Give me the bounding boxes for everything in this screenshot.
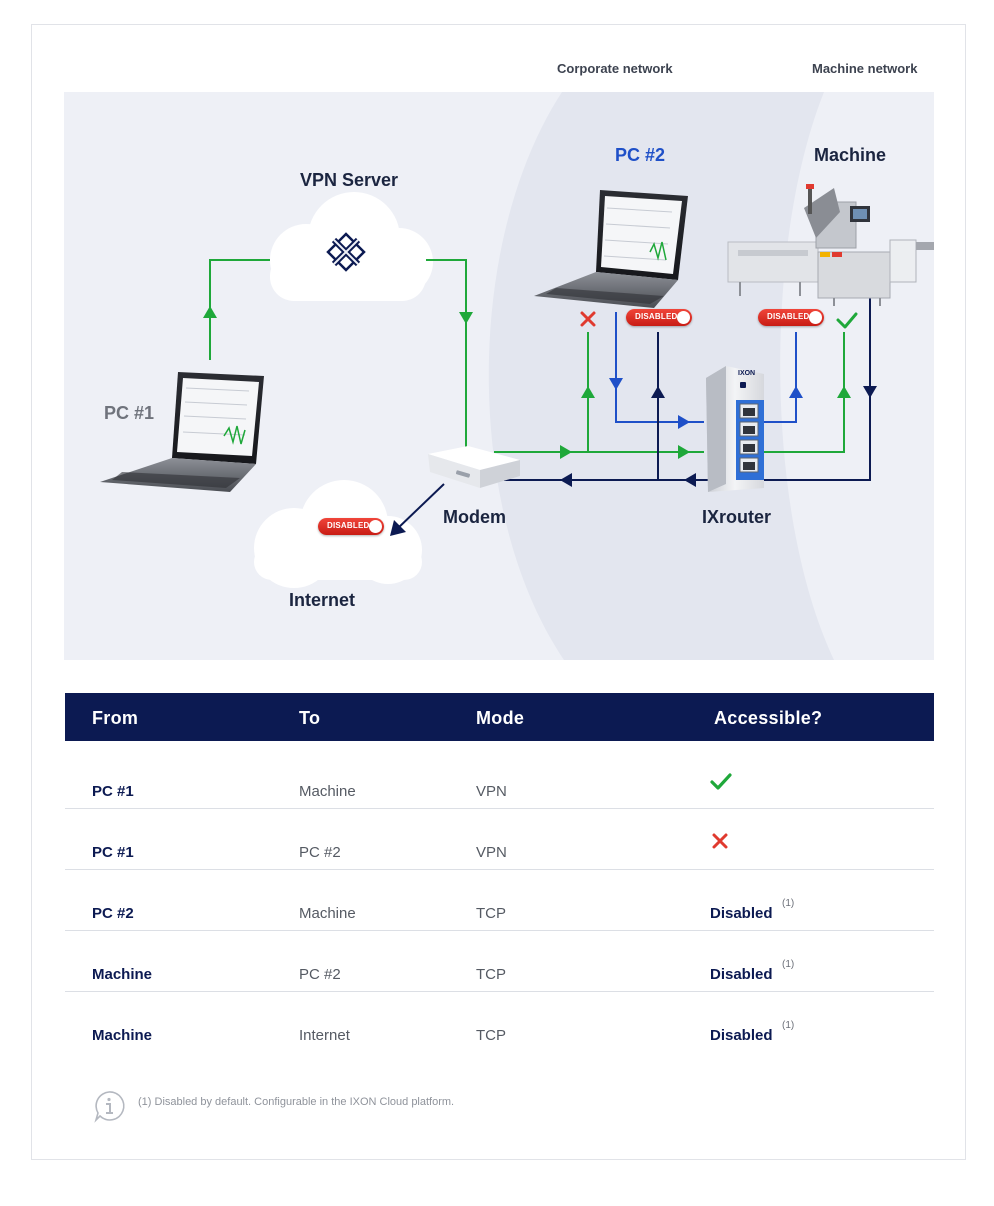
corporate-network-label: Corporate network — [557, 61, 673, 76]
cell-mode: VPN — [476, 844, 507, 861]
header-accessible: Accessible? — [714, 708, 823, 728]
footnote-ref: (1) — [782, 898, 795, 909]
router-machine-green-line — [764, 332, 845, 453]
header-mode: Mode — [476, 708, 525, 728]
cell-to: PC #2 — [299, 966, 341, 983]
cell-from: Machine — [92, 966, 153, 983]
table-row: PC #1 PC #2 VPN — [65, 810, 934, 870]
cell-from: Machine — [92, 1027, 153, 1044]
cell-from: PC #2 — [92, 905, 134, 922]
machine-illustration — [727, 184, 934, 306]
pc2-cross-icon — [580, 311, 596, 327]
router-brand-label: IXON — [738, 370, 756, 377]
diagram-canvas — [100, 92, 934, 660]
cell-mode: VPN — [476, 783, 507, 800]
pc2-laptop — [534, 190, 688, 308]
table-row: Machine Internet TCP Disabled (1) — [65, 993, 934, 1053]
toggle-label: DISABLED — [327, 521, 370, 530]
cell-from: PC #1 — [92, 783, 134, 800]
toggle-label: DISABLED — [635, 312, 678, 321]
vpn-server-label: VPN Server — [300, 170, 399, 190]
internet-disabled-toggle[interactable]: DISABLED — [318, 518, 384, 535]
machine-disabled-toggle[interactable]: DISABLED — [758, 309, 824, 326]
table-row: PC #2 Machine TCP Disabled (1) — [65, 871, 934, 931]
cell-mode: TCP — [476, 966, 506, 983]
pc2-disabled-toggle[interactable]: DISABLED — [626, 309, 692, 326]
internet-label: Internet — [289, 590, 356, 610]
network-diagram: PC #1 VPN Server PC #2 Machine Modem IXr… — [64, 92, 934, 660]
modem-label: Modem — [443, 507, 506, 527]
vpn-modem-line — [426, 259, 467, 448]
arrow-heads — [203, 306, 877, 536]
table-header: From To Mode Accessible? — [65, 693, 934, 741]
machine-label: Machine — [814, 145, 887, 165]
ixrouter-label: IXrouter — [702, 507, 772, 527]
cross-icon — [712, 833, 728, 849]
ixrouter-illustration — [706, 366, 764, 492]
cell-mode: TCP — [476, 1027, 506, 1044]
footnote-text: (1) Disabled by default. Configurable in… — [138, 1096, 455, 1108]
cell-to: PC #2 — [299, 844, 341, 861]
ixon-logo-icon — [326, 232, 366, 272]
check-icon — [710, 773, 732, 790]
machine-check-icon — [836, 312, 858, 329]
cell-accessible: Disabled — [710, 905, 773, 922]
header-to: To — [299, 708, 321, 728]
table-row: PC #1 Machine VPN — [65, 749, 934, 809]
modem-illustration — [428, 446, 520, 488]
cell-mode: TCP — [476, 905, 506, 922]
cell-accessible: Disabled — [710, 1027, 773, 1044]
info-icon — [94, 1091, 125, 1123]
footnote-ref: (1) — [782, 959, 795, 970]
vpn-server-cloud — [270, 192, 433, 301]
cell-from: PC #1 — [92, 844, 134, 861]
table-row: Machine PC #2 TCP Disabled (1) — [65, 932, 934, 992]
footnote-ref: (1) — [782, 1020, 795, 1031]
pc2-router-blue-line — [615, 312, 704, 423]
toggle-knob — [369, 520, 382, 533]
pc1-laptop — [100, 372, 264, 492]
pc2-label: PC #2 — [615, 145, 666, 165]
cell-accessible: Disabled — [710, 966, 773, 983]
machine-network-label: Machine network — [812, 61, 918, 76]
pc1-vpn-line — [209, 259, 270, 360]
header-from: From — [92, 708, 139, 728]
modem-internet-line — [395, 483, 445, 531]
cell-to: Machine — [299, 905, 356, 922]
toggle-label: DISABLED — [767, 312, 810, 321]
pc1-label: PC #1 — [104, 403, 155, 423]
router-machine-blue-line — [764, 332, 797, 423]
cell-to: Internet — [299, 1027, 350, 1044]
navy-return-line — [504, 298, 871, 481]
toggle-knob — [809, 311, 822, 324]
toggle-knob — [677, 311, 690, 324]
cell-to: Machine — [299, 783, 356, 800]
